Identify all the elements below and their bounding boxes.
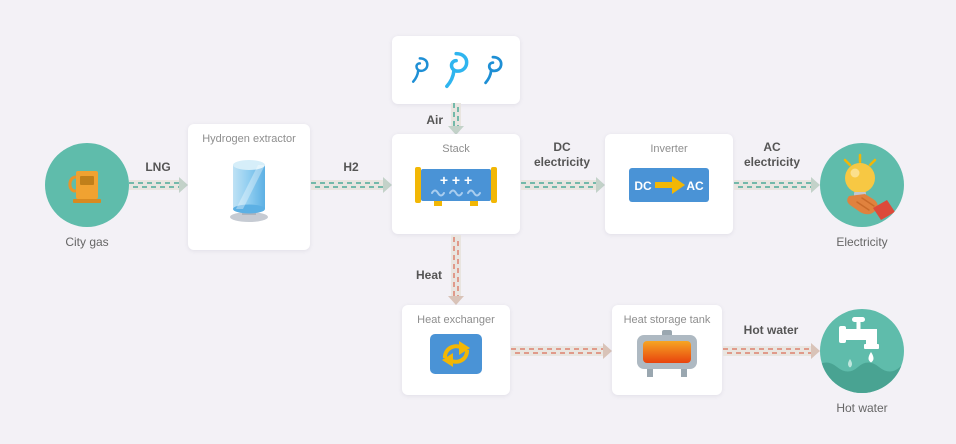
arrow-head-icon — [383, 177, 392, 193]
node-hot-water — [820, 309, 904, 393]
card-air — [392, 36, 520, 104]
heat-storage-tank-title: Heat storage tank — [623, 314, 711, 326]
lng-flow-label: LNG — [145, 160, 171, 174]
h2-flow-arrow — [311, 177, 392, 193]
node-city-gas — [45, 143, 129, 227]
arrow-head-icon — [179, 177, 188, 193]
dc-electricity-flow-arrow — [521, 177, 605, 193]
heat-exchanger-cycle-icon — [430, 334, 482, 374]
stack-title: Stack — [442, 143, 470, 155]
hot-water-flow-label: Hot water — [743, 323, 799, 337]
inverter-dc-text: DC — [634, 179, 652, 193]
ac-electricity-flow-label: AC electricity — [743, 140, 801, 169]
h2-flow-label: H2 — [343, 160, 359, 174]
air-icons-group — [409, 36, 503, 104]
card-inverter: Inverter DC AC — [605, 134, 733, 234]
arrow-head-icon — [448, 126, 464, 135]
arrow-head-icon — [448, 296, 464, 305]
wind-icon — [484, 55, 503, 85]
arrow-head-icon — [596, 177, 605, 193]
heat-flow-label: Heat — [415, 268, 442, 282]
inverter-ac-text: AC — [686, 179, 704, 193]
city-gas-label: City gas — [65, 235, 109, 249]
stack-plus-symbols: + + + — [440, 172, 472, 188]
card-stack: Stack + + + — [392, 134, 520, 234]
card-heat-exchanger: Heat exchanger — [402, 305, 510, 395]
dc-electricity-flow-label: DC electricity — [533, 140, 591, 169]
arrow-head-icon — [811, 343, 820, 359]
air-flow-arrow — [448, 103, 464, 135]
arrow-head-icon — [811, 177, 820, 193]
wind-icon — [411, 57, 429, 83]
arrow-head-icon — [603, 343, 612, 359]
faucet-icon — [820, 317, 904, 393]
air-flow-label: Air — [426, 113, 443, 127]
lightbulb-hand-icon — [843, 153, 895, 220]
inverter-title: Inverter — [650, 143, 688, 155]
electricity-label: Electricity — [836, 235, 888, 249]
card-hydrogen-extractor: Hydrogen extractor — [188, 124, 310, 250]
lng-flow-arrow — [129, 177, 188, 193]
hydrogen-cylinder-icon — [230, 160, 268, 222]
card-heat-storage-tank: Heat storage tank — [612, 305, 722, 395]
hot-water-label: Hot water — [836, 401, 888, 415]
gas-pump-icon — [68, 171, 101, 203]
fuel-cell-stack-icon: + + + — [415, 167, 497, 206]
hot-water-flow-arrow — [723, 343, 820, 359]
hydrogen-extractor-title: Hydrogen extractor — [202, 133, 296, 145]
heat-exchanger-title: Heat exchanger — [417, 314, 495, 326]
wind-icon — [445, 51, 469, 89]
inverter-dc-ac-icon: DC AC — [629, 168, 709, 202]
heat-transfer-arrow — [511, 343, 612, 359]
ac-electricity-flow-arrow — [734, 177, 820, 193]
heat-storage-tank-icon — [637, 330, 697, 377]
node-electricity — [820, 143, 904, 227]
heat-flow-arrow — [448, 235, 464, 305]
